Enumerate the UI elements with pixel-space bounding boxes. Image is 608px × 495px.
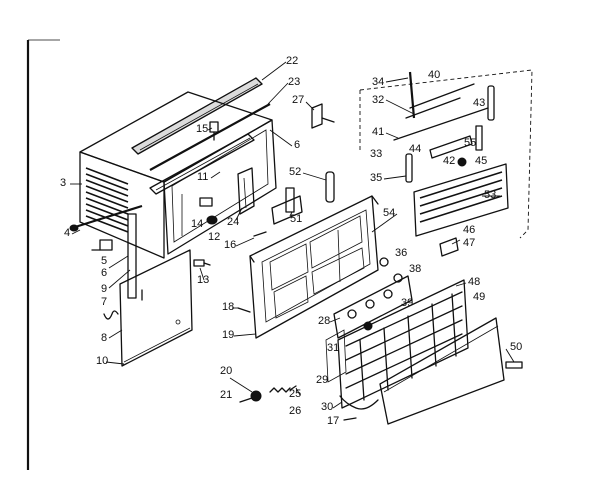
part-number-label: 39 [401,297,413,309]
part-23-strip [149,103,271,171]
part-number-label: 7 [101,296,107,308]
part-24-hinge [237,167,255,215]
part-36-knob [379,257,389,267]
part-number-label: 19 [222,329,234,341]
part-number-label: 5 [101,255,107,267]
part-32-rod [405,97,461,119]
part-number-label: 42 [443,155,455,167]
part-number-label: 38 [409,263,421,275]
part-number-label: 21 [220,389,232,401]
part-40-rod [409,83,475,109]
part-number-label: 49 [473,291,485,303]
part-18-screw [237,307,251,313]
part-number-label: 40 [428,69,440,81]
part-51-bracket [271,187,303,225]
part-number-label: 50 [510,341,522,353]
part-19-front-frame [249,195,379,339]
part-48-grille [337,279,469,409]
part-number-label: 28 [318,315,330,327]
part-number-label: 41 [372,126,384,138]
part-38-knob [393,273,403,283]
part-12-knob [206,215,218,225]
part-number-label: 48 [468,276,480,288]
part-43-post [487,85,495,121]
part-number-label: 3 [60,177,66,189]
part-number-label: 25 [289,388,301,400]
part-number-label: 30 [321,401,333,413]
part-29-panel [325,329,347,383]
part-27-bracket [311,103,335,129]
part-41-rod [393,107,489,141]
part-20-knob [239,390,262,403]
part-50-tab [505,361,523,369]
part-number-label: 54 [383,207,395,219]
part-33-post [405,153,413,183]
part-55-strip [475,125,483,151]
part-number-label: 31 [327,342,339,354]
part-number-label: 18 [222,301,234,313]
part-15-screw [209,121,219,141]
part-34-rod [408,71,416,119]
part-42-knob [457,157,467,167]
part-number-label: 53 [484,189,496,201]
part-number-label: 20 [220,365,232,377]
part-4-rod [69,204,143,232]
part-number-label: 24 [227,216,239,228]
part-number-label: 6 [101,267,107,279]
part-number-label: 15 [196,123,208,135]
part-53-louver-assembly [413,163,509,237]
part-number-label: 27 [292,94,304,106]
part-number-label: 43 [473,97,485,109]
part-25-spring [269,385,297,393]
part-number-label: 22 [286,55,298,67]
part-number-label: 9 [101,283,107,295]
part-number-label: 32 [372,94,384,106]
part-16-screw [253,231,267,237]
part-7-hook [103,310,119,320]
part-number-label: 52 [289,166,301,178]
part-28-control-panel [333,275,413,339]
part-number-label: 51 [290,213,302,225]
part-number-label: 34 [372,76,384,88]
part-9-strip [127,213,137,299]
part-14-clip [199,197,213,207]
leader-lines [70,61,515,409]
part-number-label: 44 [409,143,421,155]
part-5-clip [91,239,113,251]
part-number-label: 11 [197,171,208,183]
part-number-label: 45 [475,155,487,167]
part-number-label: 23 [288,76,300,88]
part-number-label: 47 [463,237,475,249]
part-46-clip [439,237,459,257]
part-number-label: 12 [208,231,220,243]
part-number-label: 46 [463,224,475,236]
part-number-label: 16 [224,239,236,251]
part-10-side-panel [119,249,193,367]
part-11-channel [149,133,255,195]
part-number-label: 33 [370,148,382,160]
part-13-screw [193,259,211,267]
part-number-label: 35 [370,172,382,184]
part-number-label: 6 [294,139,300,151]
part-49-front-panel [379,317,505,425]
part-number-label: 14 [191,218,203,230]
part-number-label: 26 [289,405,301,417]
part-number-label: 29 [316,374,328,386]
part-number-label: 17 [327,415,339,427]
part-number-label: 4 [64,227,70,239]
part-number-label: 10 [96,355,108,367]
part-52-post [325,171,335,203]
part-number-label: 55 [464,137,476,149]
part-44-bracket [429,135,473,159]
accessory-kit-box [359,69,533,239]
part-30-cord [339,395,379,421]
part-number-label: 13 [197,274,209,286]
part-22-top-rail [131,77,263,155]
part-number-label: 36 [395,247,407,259]
part-number-label: 8 [101,332,107,344]
